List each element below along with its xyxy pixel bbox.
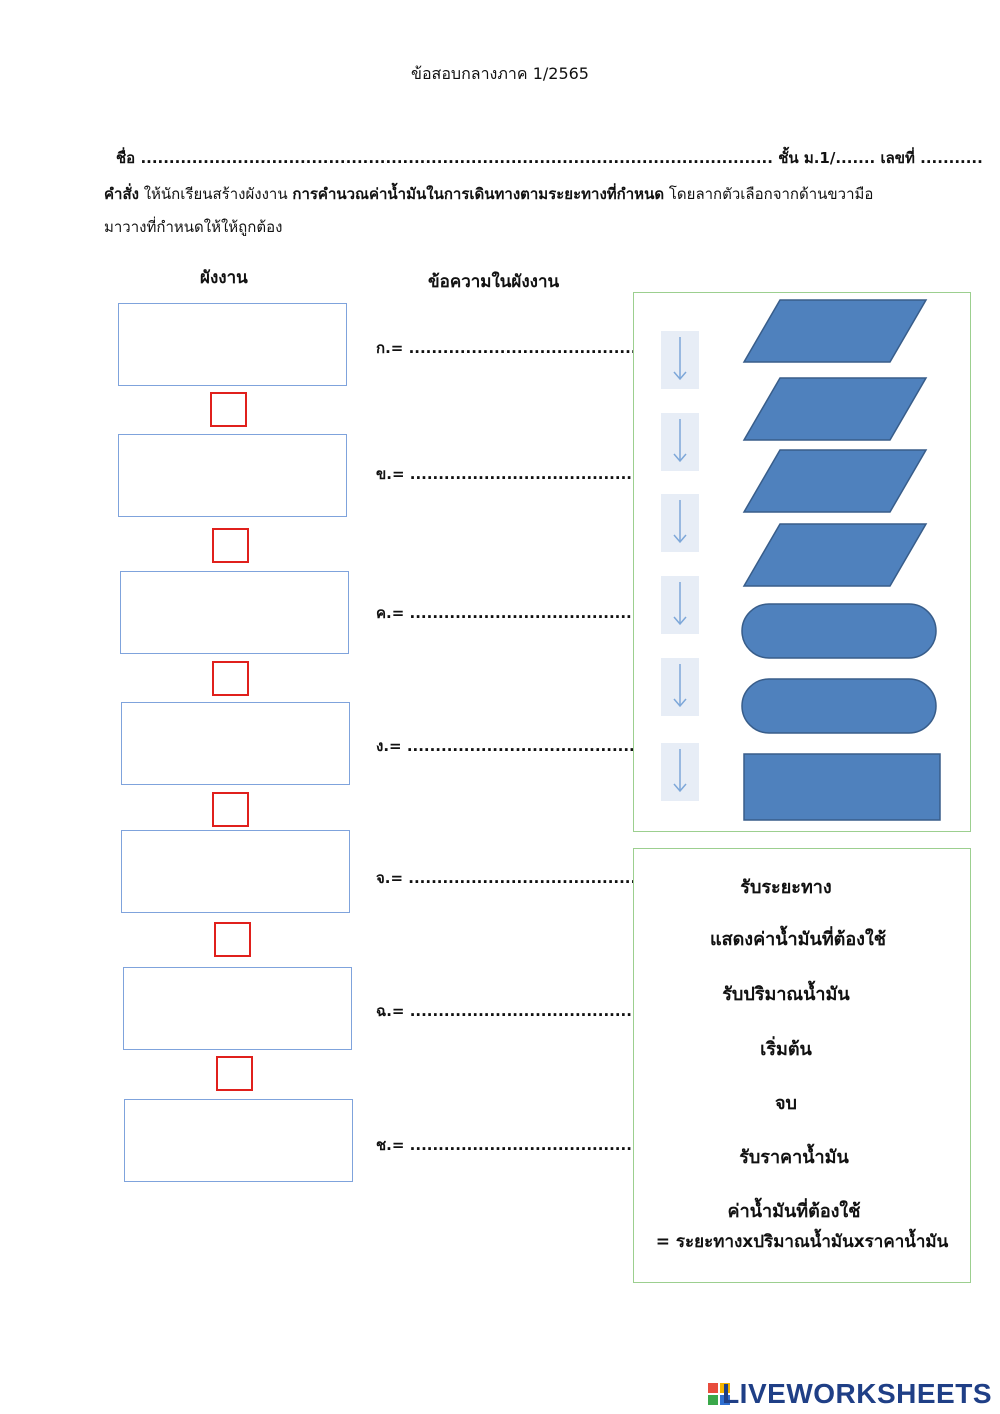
terminator-shape[interactable] [740, 677, 938, 735]
instruction-label: คำสั่ง [104, 185, 139, 203]
terminator-shape[interactable] [740, 602, 938, 660]
flowchart-heading: ผังงาน [200, 268, 248, 288]
arrow-down-icon[interactable] [661, 413, 699, 471]
arrow-down-icon[interactable] [661, 494, 699, 552]
option-receive-distance[interactable]: รับระยะทาง [740, 877, 832, 898]
instruction: คำสั่ง ให้นักเรียนสร้างผังงาน การคำนวณค่… [104, 178, 884, 244]
answer-line-7[interactable]: ช.= ....................................… [376, 1136, 638, 1154]
option-receive-fuel-amount[interactable]: รับปริมาณน้ำมัน [722, 984, 850, 1005]
class-label: ชั้น ม.1/....... [778, 149, 876, 167]
process-rectangle-shape[interactable] [742, 752, 942, 822]
arrow-drop-square-4[interactable] [212, 792, 249, 827]
answer-line-2[interactable]: ข.= ....................................… [376, 465, 638, 483]
instruction-text-before: ให้นักเรียนสร้างผังงาน [143, 185, 288, 203]
answer-line-5[interactable]: จ.= ....................................… [376, 869, 637, 887]
liveworksheets-logo-icon [708, 1383, 730, 1405]
name-blank: ........................................… [140, 149, 773, 167]
answer-line-4[interactable]: ง.= ....................................… [376, 737, 635, 755]
answer-line-6[interactable]: ฉ.= ....................................… [376, 1002, 638, 1020]
instruction-emphasis: การคำนวณค่าน้ำมันในการเดินทางตามระยะทางท… [292, 185, 665, 203]
arrow-drop-square-2[interactable] [212, 528, 249, 563]
flowchart-box-2[interactable] [118, 434, 347, 517]
flowchart-box-7[interactable] [124, 1099, 353, 1182]
arrow-drop-square-6[interactable] [216, 1056, 253, 1091]
option-end[interactable]: จบ [775, 1093, 797, 1114]
option-receive-fuel-price[interactable]: รับราคาน้ำมัน [739, 1147, 849, 1168]
name-label: ชื่อ [116, 149, 136, 167]
arrow-drop-square-1[interactable] [210, 392, 247, 427]
flowchart-box-5[interactable] [121, 830, 350, 913]
answer-line-1[interactable]: ก.= ....................................… [376, 339, 637, 357]
arrow-drop-square-3[interactable] [212, 661, 249, 696]
liveworksheets-brand: LIVEWORKSHEETS [722, 1378, 992, 1409]
flowchart-box-6[interactable] [123, 967, 352, 1050]
arrow-drop-square-5[interactable] [214, 922, 251, 957]
flowchart-box-4[interactable] [121, 702, 350, 785]
option-calc-line-1: ค่าน้ำมันที่ต้องใช้ [727, 1201, 861, 1222]
option-start[interactable]: เริ่มต้น [760, 1039, 812, 1060]
number-label: เลขที่ ........... [880, 149, 983, 167]
answer-line-3[interactable]: ค.= ....................................… [376, 604, 638, 622]
parallelogram-shape[interactable] [740, 520, 930, 590]
arrow-down-icon[interactable] [661, 576, 699, 634]
messages-heading: ข้อความในผังงาน [428, 272, 560, 292]
arrow-down-icon[interactable] [661, 658, 699, 716]
flowchart-box-3[interactable] [120, 571, 349, 654]
instruction-text-after: โดยลากตัวเลือกจากด้านขวามือ มาวางที่กำหน… [104, 185, 874, 236]
option-calc-line-2: = ระยะทางxปริมาณน้ำมันxราคาน้ำมัน [655, 1232, 949, 1252]
text-options-panel [633, 848, 971, 1283]
flowchart-box-1[interactable] [118, 303, 347, 386]
arrow-down-icon[interactable] [661, 743, 699, 801]
parallelogram-shape[interactable] [740, 296, 930, 366]
student-info-line: ชื่อ ...................................… [116, 146, 983, 170]
arrow-down-icon[interactable] [661, 331, 699, 389]
option-show-fuel-cost[interactable]: แสดงค่าน้ำมันที่ต้องใช้ [710, 929, 886, 950]
parallelogram-shape[interactable] [740, 446, 930, 516]
page-title: ข้อสอบกลางภาค 1/2565 [411, 64, 589, 83]
parallelogram-shape[interactable] [740, 374, 930, 444]
